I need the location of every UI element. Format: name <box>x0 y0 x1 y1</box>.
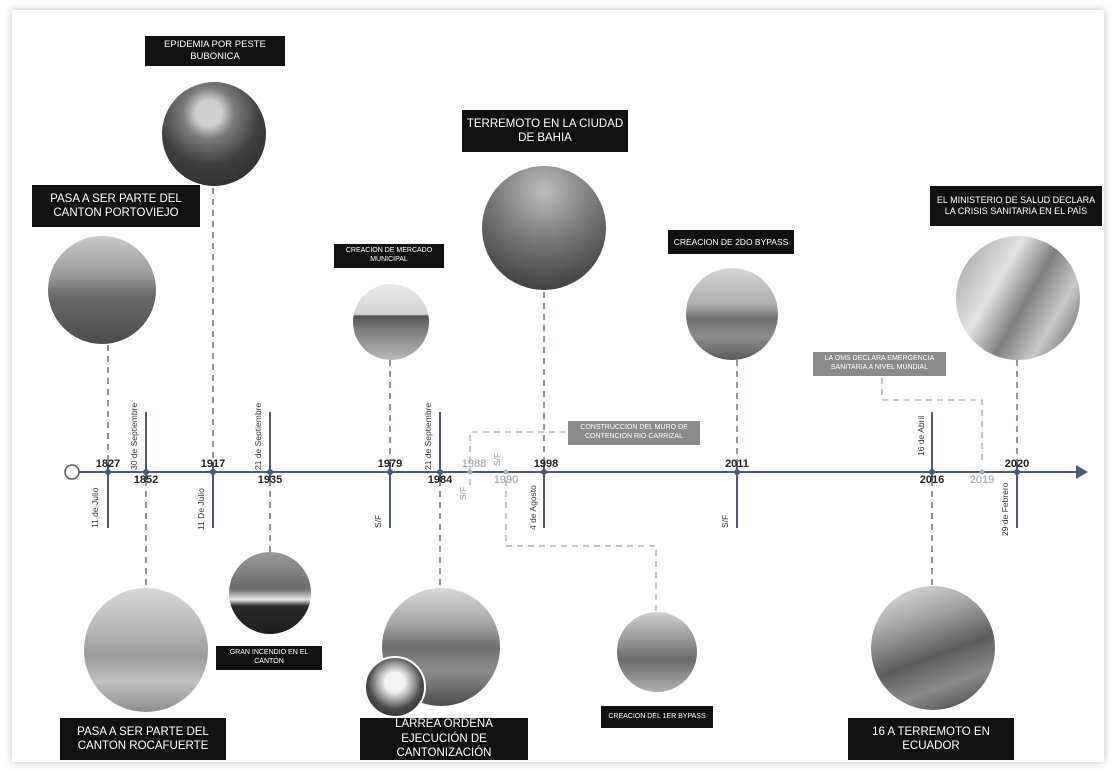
year-1935: 1935 <box>257 474 283 486</box>
photo-incendio <box>229 552 311 634</box>
date-1827: 11 de Julio <box>90 487 100 528</box>
date-1990: S/F <box>492 452 502 466</box>
label-bahia: TERREMOTO EN LA CIUDAD DE BAHIA <box>462 110 628 152</box>
label-rocafuerte: PASA A SER PARTE DEL CANTON ROCAFUERTE <box>60 718 226 760</box>
timeline-arrowhead <box>1076 465 1088 479</box>
tick-1990 <box>503 469 509 475</box>
timeline-start-marker <box>64 464 80 480</box>
date-2016: 16 de Abril <box>916 415 926 456</box>
date-1917: 11 De Julio <box>196 488 206 530</box>
date-2020: 29 de Febrero <box>1000 482 1010 536</box>
year-2011: 2011 <box>725 458 749 470</box>
date-1852: 30 de Septiembre <box>129 402 139 470</box>
date-1988: S/F <box>458 486 468 500</box>
label-oms: LA OMS DECLARA EMERGENCIA SANITARIA A NI… <box>813 352 946 376</box>
label-peste: EPIDEMIA POR PESTE BUBONICA <box>145 36 285 66</box>
label-incendio: GRAN INCENDIO EN EL CANTÓN <box>216 646 322 670</box>
label-bypass1: CREACION DEL 1ER BYPASS <box>601 706 713 728</box>
year-2020: 2020 <box>1004 458 1030 470</box>
year-1998: 1998 <box>533 458 559 470</box>
date-1979: S/F <box>373 514 383 528</box>
year-2019: 2019 <box>969 474 995 486</box>
year-1979: 1979 <box>377 458 403 470</box>
photo-larrea-portrait <box>364 656 426 718</box>
connector-muro <box>469 431 580 485</box>
date-2011: S/F <box>720 514 730 528</box>
label-portoviejo: PASA A SER PARTE DEL CANTON PORTOVIEJO <box>32 185 200 227</box>
photo-mercado <box>353 284 429 360</box>
date-1935: 21 de Septiembre <box>253 402 263 470</box>
date-1984: 21 de Septiembre <box>423 402 433 470</box>
year-1852: 1852 <box>133 474 159 486</box>
year-1990: 1990 <box>493 474 519 486</box>
year-1984: 1984 <box>427 474 453 486</box>
label-larrea: LARREA ORDENA EJECUCIÓN DE CANTONIZACIÓN <box>360 718 528 760</box>
label-ministerio: EL MINISTERIO DE SALUD DECLARA LA CRISIS… <box>930 186 1102 226</box>
label-bypass2: CREACION DE 2DO BYPASS <box>668 230 794 254</box>
tick-2019 <box>979 469 985 475</box>
year-1988: 1988 <box>461 458 487 470</box>
photo-ministerio <box>956 236 1080 360</box>
photo-portoviejo <box>48 236 156 344</box>
photo-bypass1 <box>617 612 697 692</box>
year-1827: 1827 <box>95 458 121 470</box>
photo-terremoto <box>871 586 995 710</box>
connector-bypass1 <box>505 480 657 612</box>
label-muro: CONSTRUCCION DEL MURO DE CONTENCION RIO … <box>568 421 700 445</box>
photo-rocafuerte <box>84 588 208 712</box>
label-terremoto: 16 A TERREMOTO EN ECUADOR <box>848 718 1014 760</box>
photo-peste <box>162 82 266 186</box>
photo-bahia <box>482 166 606 290</box>
year-2016: 2016 <box>919 474 945 486</box>
connector-oms <box>881 378 983 465</box>
photo-bypass2 <box>686 268 778 360</box>
year-1917: 1917 <box>200 458 226 470</box>
label-mercado: CREACION DE MERCADO MUNICIPAL <box>334 244 444 268</box>
date-1998: 4 de Agosto <box>528 485 538 530</box>
